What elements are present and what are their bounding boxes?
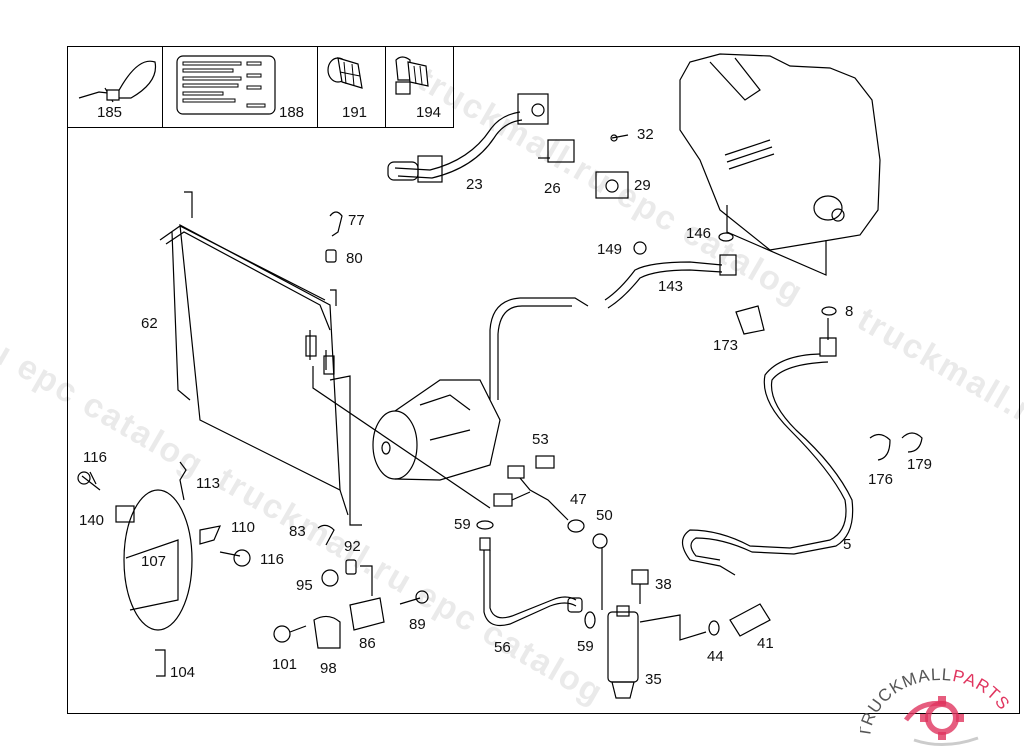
part-label-113[interactable]: 113 bbox=[196, 475, 220, 492]
part-label-56[interactable]: 56 bbox=[494, 639, 511, 656]
part-label-173[interactable]: 173 bbox=[713, 337, 738, 354]
part-label-77[interactable]: 77 bbox=[348, 212, 365, 229]
part-label-23[interactable]: 23 bbox=[466, 176, 483, 193]
part-label-50[interactable]: 50 bbox=[596, 507, 613, 524]
part-label-41[interactable]: 41 bbox=[757, 635, 774, 652]
part-label-98[interactable]: 98 bbox=[320, 660, 337, 677]
gear-logo-icon: TRUCKMALLPARTS bbox=[860, 660, 1024, 750]
part-label-83[interactable]: 83 bbox=[289, 523, 306, 540]
part-label-176[interactable]: 176 bbox=[868, 471, 893, 488]
part-label-101[interactable]: 101 bbox=[272, 656, 297, 673]
part-label-104[interactable]: 104 bbox=[170, 664, 195, 681]
part-label-5[interactable]: 5 bbox=[843, 536, 851, 553]
part-label-95[interactable]: 95 bbox=[296, 577, 313, 594]
part-label-89[interactable]: 89 bbox=[409, 616, 426, 633]
part-label-179[interactable]: 179 bbox=[907, 456, 932, 473]
part-label-44[interactable]: 44 bbox=[707, 648, 724, 665]
part-label-53[interactable]: 53 bbox=[532, 431, 549, 448]
part-label-146[interactable]: 146 bbox=[686, 225, 711, 242]
part-label-38[interactable]: 38 bbox=[655, 576, 672, 593]
part-label-59[interactable]: 59 bbox=[454, 516, 471, 533]
truckmall-parts-logo: TRUCKMALLPARTS bbox=[860, 660, 1024, 750]
part-label-110[interactable]: 110 bbox=[231, 519, 255, 536]
part-label-59[interactable]: 59 bbox=[577, 638, 594, 655]
part-label-143[interactable]: 143 bbox=[658, 278, 683, 295]
part-label-35[interactable]: 35 bbox=[645, 671, 662, 688]
part-label-80[interactable]: 80 bbox=[346, 250, 363, 267]
wiring-harness-23-drawing bbox=[388, 94, 548, 182]
part-label-47[interactable]: 47 bbox=[570, 491, 587, 508]
compressor-drawing bbox=[373, 380, 500, 480]
part-label-29[interactable]: 29 bbox=[634, 177, 651, 194]
logo-text-accent: PARTS bbox=[951, 666, 1014, 714]
part-label-116[interactable]: 116 bbox=[83, 449, 107, 466]
part-label-92[interactable]: 92 bbox=[344, 538, 361, 555]
part-label-62[interactable]: 62 bbox=[141, 315, 158, 332]
condenser-62-drawing bbox=[160, 192, 348, 515]
part-label-32[interactable]: 32 bbox=[637, 126, 654, 143]
part-label-116[interactable]: 116 bbox=[260, 551, 284, 568]
part-label-140[interactable]: 140 bbox=[79, 512, 104, 529]
part-label-107[interactable]: 107 bbox=[141, 553, 166, 570]
part-label-149[interactable]: 149 bbox=[597, 241, 622, 258]
part-label-26[interactable]: 26 bbox=[544, 180, 561, 197]
part-label-86[interactable]: 86 bbox=[359, 635, 376, 652]
part-label-8[interactable]: 8 bbox=[845, 303, 853, 320]
